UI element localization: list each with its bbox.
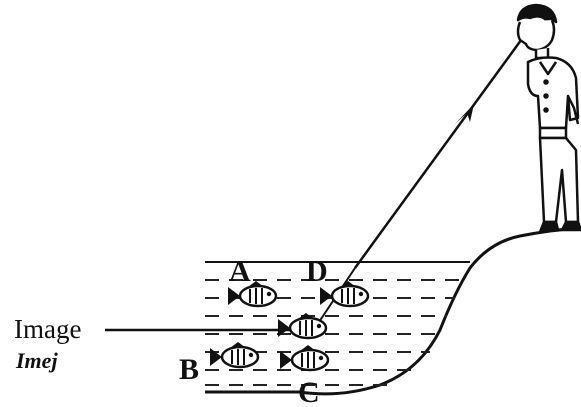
fish-b-icon (210, 342, 258, 367)
label-image: Image (14, 314, 81, 344)
label-b: B (179, 353, 199, 386)
label-c: C (298, 376, 320, 407)
label-a: A (229, 255, 251, 288)
label-d: D (306, 255, 328, 288)
label-imej: Imej (15, 348, 58, 373)
observer-person-icon (518, 5, 581, 232)
fish-c-icon (280, 345, 328, 370)
